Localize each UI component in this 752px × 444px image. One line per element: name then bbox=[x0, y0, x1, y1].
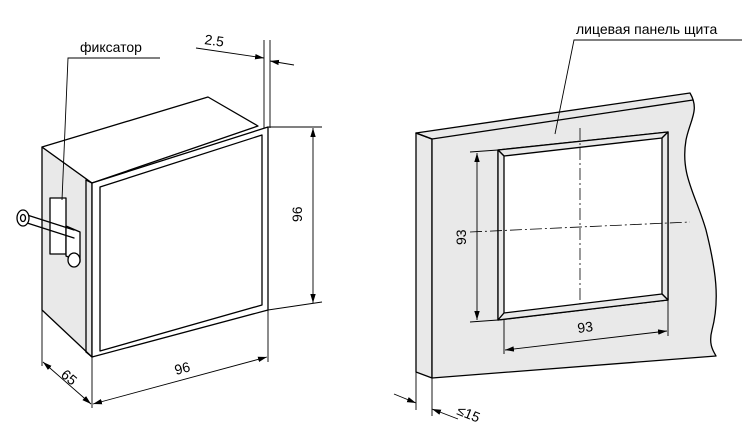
dim-cutout-width-label: 93 bbox=[576, 318, 594, 336]
cutout-right-depth bbox=[661, 131, 669, 301]
device-body bbox=[41, 96, 269, 358]
dim-panel-thickness-arrow-left bbox=[393, 393, 417, 404]
panel-cutout bbox=[497, 131, 669, 321]
panel-face-label: лицевая панель щита bbox=[576, 21, 718, 37]
dim-thickness-arrow-left bbox=[195, 47, 265, 60]
dim-panel-thickness-label: ≤15 bbox=[455, 402, 483, 426]
dim-depth-line bbox=[42, 361, 92, 405]
dim-thickness-arrow-right bbox=[269, 59, 295, 66]
latch bbox=[16, 197, 81, 268]
panel bbox=[415, 92, 717, 379]
panel-top-inner-edge bbox=[431, 99, 694, 140]
cutout-horizontal-centerline bbox=[469, 221, 691, 233]
dim-height-ext-bottom bbox=[267, 301, 323, 311]
latch-label: фиксатор bbox=[80, 39, 142, 55]
dim-thickness-label: 2.5 bbox=[204, 31, 226, 50]
dim-cutout-height-ext-top bbox=[469, 149, 499, 153]
dim-cutout-height-ext-bottom bbox=[469, 319, 499, 323]
dim-panel-thickness-arrow-right bbox=[431, 408, 459, 420]
dim-width-line bbox=[92, 356, 268, 405]
front-bezel-inner-edge bbox=[99, 134, 263, 352]
dim-width-label: 96 bbox=[173, 358, 192, 378]
dim-depth-label: 65 bbox=[58, 366, 80, 388]
dim-cutout-width-line bbox=[504, 329, 668, 352]
dim-height-label: 96 bbox=[289, 206, 305, 222]
housing-top-face bbox=[41, 96, 259, 184]
latch-leader-line bbox=[61, 57, 160, 201]
latch-knob bbox=[67, 252, 81, 268]
panel-face-leader-line bbox=[554, 39, 742, 135]
dim-cutout-height-label: 93 bbox=[453, 229, 469, 245]
latch-screw-head bbox=[16, 209, 30, 227]
latch-screw bbox=[23, 213, 75, 231]
panel-side-face bbox=[415, 132, 433, 379]
cutout-left-depth bbox=[497, 149, 505, 321]
